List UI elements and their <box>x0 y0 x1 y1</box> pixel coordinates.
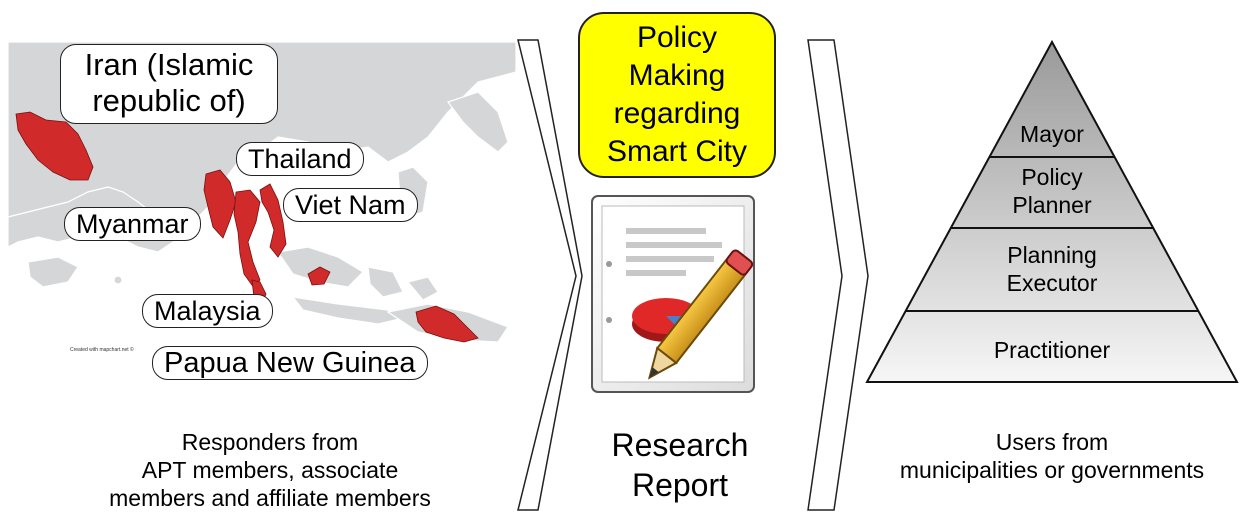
label-malaysia: Malaysia <box>142 294 273 328</box>
pyramid-level-mayor-label: Mayor <box>1020 121 1084 147</box>
left-caption-line2: APT members, associate <box>141 457 399 483</box>
policy-making-box: Policy Making regarding Smart City <box>578 12 776 178</box>
pyramid-level-policy-planner: Policy Planner <box>942 163 1162 219</box>
chevron-arrow-right <box>807 39 869 511</box>
left-caption-line1: Responders from <box>181 429 359 455</box>
right-caption-line1: Users from <box>995 429 1109 455</box>
right-caption-line2: municipalities or governments <box>899 457 1205 483</box>
label-iran: Iran (Islamic republic of) <box>60 44 278 124</box>
pyramid-level-practitioner: Practitioner <box>942 336 1162 364</box>
pyramid-level-mayor: Mayor <box>942 120 1162 148</box>
pyramid-level-planning-executor: Planning Executor <box>942 241 1162 297</box>
report-title-line2: Report <box>631 467 729 503</box>
label-myanmar: Myanmar <box>64 207 201 241</box>
chevron-arrow-left <box>517 39 583 511</box>
left-caption: Responders from APT members, associate m… <box>60 428 480 512</box>
pyramid-level-planning-executor-line2: Executor <box>1006 270 1098 296</box>
pyramid-level-practitioner-label: Practitioner <box>993 337 1111 363</box>
policy-line4: Smart City <box>606 135 747 168</box>
left-caption-line3: members and affiliate members <box>109 485 431 511</box>
pyramid-level-planning-executor-line1: Planning <box>1007 242 1097 268</box>
report-document-pencil-icon <box>591 195 755 393</box>
label-iran-line1: Iran (Islamic <box>84 47 254 82</box>
label-iran-line2: republic of) <box>92 83 246 118</box>
right-caption: Users from municipalities or governments <box>860 428 1244 484</box>
user-pyramid <box>865 39 1239 383</box>
label-thailand: Thailand <box>236 142 364 176</box>
pyramid-level-policy-planner-line1: Policy <box>1021 164 1083 190</box>
pyramid-level-policy-planner-line2: Planner <box>1012 192 1092 218</box>
policy-line2: Making <box>628 59 726 92</box>
label-vietnam: Viet Nam <box>283 188 418 222</box>
policy-line3: regarding <box>613 97 741 130</box>
policy-line1: Policy <box>636 21 717 54</box>
report-title: Research Report <box>590 425 770 505</box>
report-title-line1: Research <box>611 427 749 463</box>
label-png: Papua New Guinea <box>152 346 428 380</box>
map-credit: Created with mapchart.net © <box>70 347 134 353</box>
